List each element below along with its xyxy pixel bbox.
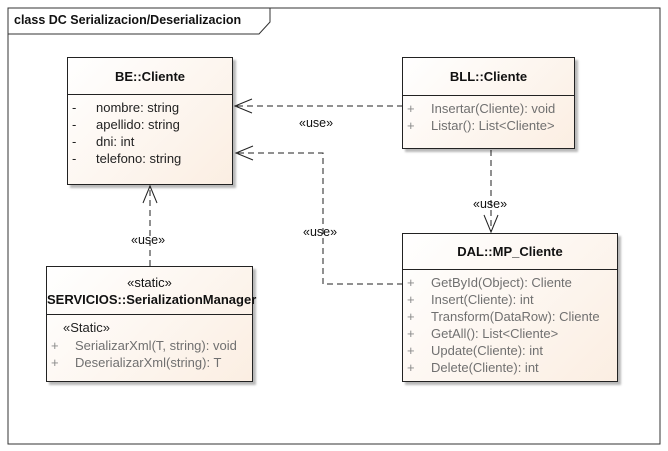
- dependency-label-bll-dal: «use»: [473, 197, 508, 211]
- operation-item: +Transform(DataRow): Cliente: [407, 309, 600, 324]
- dependency-bll-to-be: [233, 98, 403, 114]
- class-stereotype: «static»: [127, 275, 172, 290]
- operation-list: «Static» +SerializarXml(T, string): void…: [47, 315, 252, 371]
- dependency-manager-to-be: [142, 184, 158, 266]
- diagram-frame: [7, 7, 661, 445]
- class-serialization-manager[interactable]: «static» SERVICIOS::SerializationManager…: [46, 266, 256, 382]
- operation-list: +Insertar(Cliente): void +Listar(): List…: [403, 96, 574, 134]
- dependency-label-bll-be: «use»: [299, 116, 334, 130]
- class-dal-mp-cliente[interactable]: DAL::MP_Cliente +GetById(Object): Client…: [402, 233, 618, 382]
- attribute-item: -apellido: string: [72, 117, 180, 132]
- class-name: BLL::Cliente: [403, 58, 574, 96]
- operation-item: +SerializarXml(T, string): void: [51, 338, 237, 353]
- attribute-item: -telefono: string: [72, 151, 182, 166]
- attribute-list: -nombre: string -apellido: string -dni: …: [68, 95, 232, 167]
- operation-item: +Delete(Cliente): int: [407, 360, 539, 375]
- class-name: BE::Cliente: [68, 58, 232, 95]
- diagram-title: class DC Serializacion/Deserializacion: [14, 13, 242, 27]
- operation-item: +Insert(Cliente): int: [407, 292, 534, 307]
- dependency-label-dal-be: «use»: [303, 225, 338, 239]
- class-bll-cliente[interactable]: BLL::Cliente +Insertar(Cliente): void +L…: [402, 57, 575, 149]
- class-name: SERVICIOS::SerializationManager: [47, 292, 257, 307]
- dependency-label-manager-be: «use»: [131, 233, 166, 247]
- operation-item: +Update(Cliente): int: [407, 343, 543, 358]
- dependency-bll-to-dal: [483, 150, 499, 234]
- operation-item: +DeserializarXml(string): T: [51, 355, 222, 370]
- dependency-dal-to-be: [234, 145, 403, 285]
- operation-item: +Listar(): List<Cliente>: [407, 118, 555, 133]
- class-header: «static» SERVICIOS::SerializationManager: [47, 267, 256, 315]
- operation-list: +GetById(Object): Cliente +Insert(Client…: [403, 270, 617, 376]
- class-be-cliente[interactable]: BE::Cliente -nombre: string -apellido: s…: [67, 57, 233, 185]
- operation-section-stereotype: «Static»: [63, 320, 110, 335]
- operation-item: +GetById(Object): Cliente: [407, 275, 572, 290]
- operation-item: +Insertar(Cliente): void: [407, 101, 556, 116]
- operation-item: +GetAll(): List<Cliente>: [407, 326, 559, 341]
- class-name: DAL::MP_Cliente: [403, 234, 617, 270]
- attribute-item: -dni: int: [72, 134, 135, 149]
- attribute-item: -nombre: string: [72, 100, 180, 115]
